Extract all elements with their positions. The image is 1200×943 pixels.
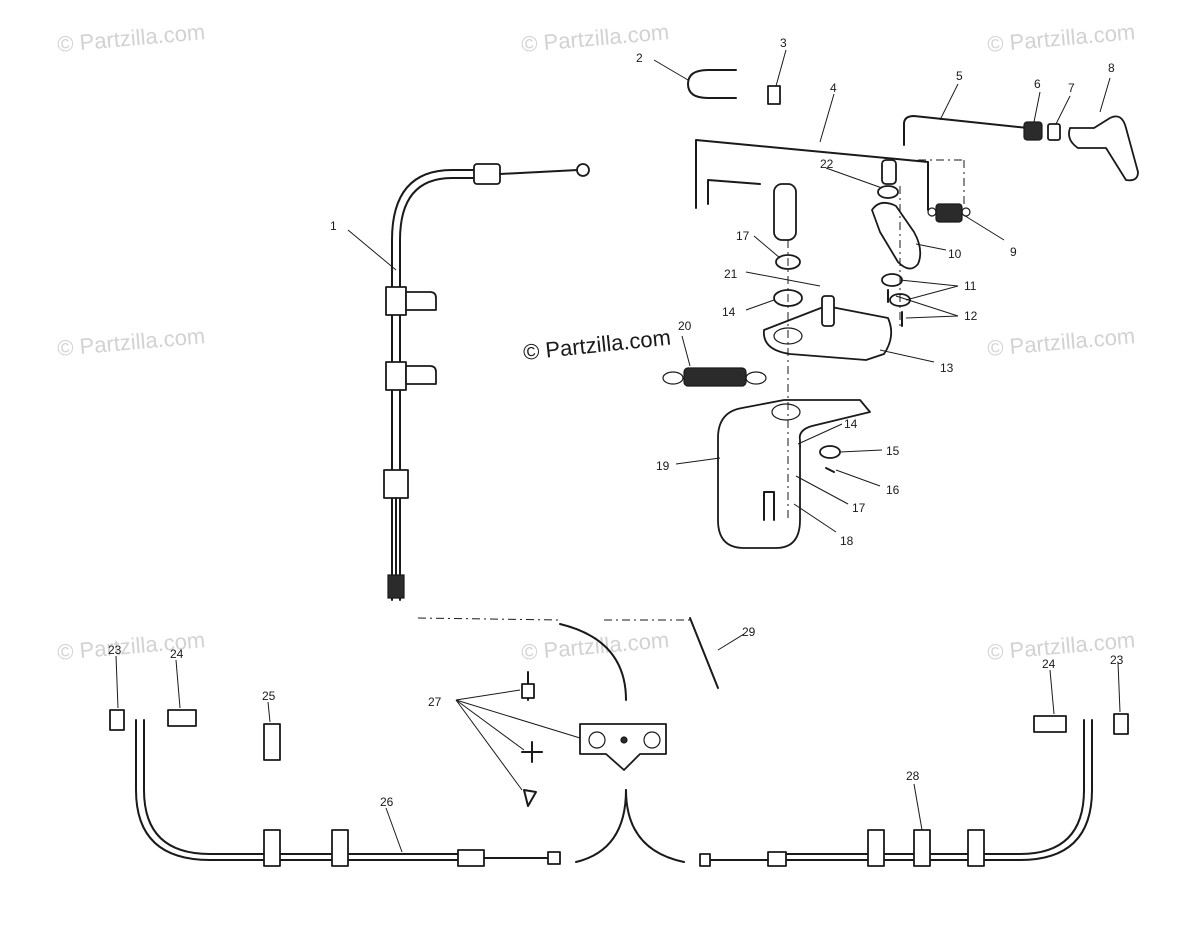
part-23-nut	[109, 709, 125, 731]
assembly-lines	[417, 159, 965, 621]
callout-8: 8	[1108, 61, 1115, 75]
watermark: © Partzilla.com	[986, 323, 1136, 361]
detail-arc	[559, 623, 627, 701]
callout-14: 14	[722, 305, 736, 319]
callout-10: 10	[948, 247, 962, 261]
callout-29: 29	[742, 625, 756, 639]
center-watermark: © Partzilla.com	[522, 325, 672, 365]
watermark: © Partzilla.com	[56, 627, 206, 665]
watermark: © Partzilla.com	[56, 323, 206, 361]
callout-24: 24	[1042, 657, 1056, 671]
callout-17: 17	[736, 229, 750, 243]
detail-arc	[575, 789, 627, 863]
part-2-u-clip	[687, 69, 737, 99]
part-22-washer	[877, 185, 899, 199]
callout-6: 6	[1034, 77, 1041, 91]
leader-lines	[115, 49, 1121, 853]
callout-11: 11	[964, 279, 977, 293]
part-4-bracket	[695, 139, 929, 241]
part-5-rod	[903, 115, 1029, 146]
callout-14: 14	[844, 417, 858, 431]
part-1-cable	[383, 163, 590, 601]
watermark: © Partzilla.com	[986, 19, 1136, 57]
part-19-arm	[717, 399, 871, 549]
part-15-washer	[819, 445, 841, 459]
part-16-clip	[825, 467, 835, 473]
watermark: © Partzilla.com	[520, 627, 670, 665]
part-10-lever	[871, 201, 922, 270]
callout-5: 5	[956, 69, 963, 83]
callout-9: 9	[1010, 245, 1017, 259]
part-3-nut	[767, 85, 781, 105]
part-29-rod	[689, 617, 719, 689]
callout-19: 19	[656, 459, 670, 473]
part-11-washer	[881, 273, 903, 287]
callout-18: 18	[840, 534, 854, 548]
part-6-spring	[1023, 121, 1043, 141]
callout-17: 17	[852, 501, 866, 515]
callout-12: 12	[964, 309, 978, 323]
callout-22: 22	[820, 157, 834, 171]
callout-3: 3	[780, 36, 787, 50]
callout-7: 7	[1068, 81, 1075, 95]
callout-2: 2	[636, 51, 643, 65]
part-23-nut	[1113, 713, 1129, 735]
watermarks: © Partzilla.com © Partzilla.com © Partzi…	[56, 19, 1136, 665]
part-7-bushing	[1047, 123, 1061, 141]
part-24-bolt	[1033, 715, 1067, 733]
part-21-pin	[821, 295, 835, 327]
part-9-spring	[927, 203, 971, 223]
callout-15: 15	[886, 444, 900, 458]
callout-24: 24	[170, 647, 184, 661]
callout-23: 23	[1110, 653, 1124, 667]
watermark: © Partzilla.com	[520, 19, 670, 57]
watermark: © Partzilla.com	[56, 19, 206, 57]
callout-23: 23	[108, 643, 122, 657]
callout-1: 1	[330, 219, 337, 233]
part-8-t-handle	[1068, 115, 1139, 182]
part-26-cable	[135, 719, 561, 867]
callout-25: 25	[262, 689, 276, 703]
callout-13: 13	[940, 361, 954, 375]
callout-4: 4	[830, 81, 837, 95]
callout-28: 28	[906, 769, 920, 783]
callouts: 1 2 3 4 5 6 7 8 9 10 11 12 13 14 14 15 1…	[108, 36, 1124, 809]
callout-21: 21	[724, 267, 738, 281]
callout-26: 26	[380, 795, 394, 809]
part-28-cable	[699, 719, 1093, 867]
part-20-spring	[662, 367, 767, 387]
callout-20: 20	[678, 319, 692, 333]
callout-27: 27	[428, 695, 442, 709]
part-27-bracket	[521, 671, 667, 807]
part-13-plate	[763, 305, 893, 361]
part-25-bolt	[263, 723, 281, 761]
callout-16: 16	[886, 483, 900, 497]
detail-arc	[625, 789, 685, 863]
part-24-bolt	[167, 709, 197, 727]
